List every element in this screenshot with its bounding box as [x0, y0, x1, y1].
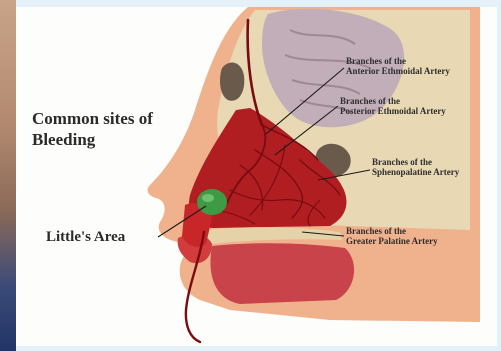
oral-cavity	[210, 243, 354, 304]
frontal-sinus	[220, 62, 244, 100]
label-posterior-ethmoidal-artery: Branches of thePosterior Ethmoidal Arter…	[340, 96, 446, 116]
common-sites-heading: Common sites ofBleeding	[32, 108, 153, 150]
littles-area	[197, 189, 227, 215]
label-sphenopalatine-artery: Branches of theSphenopalatine Artery	[372, 157, 459, 177]
label-greater-palatine-artery: Branches of theGreater Palatine Artery	[346, 226, 438, 246]
littles-area-label: Little's Area	[46, 229, 125, 246]
littles-area-highlight	[202, 194, 214, 202]
label-anterior-ethmoidal-artery: Branches of theAnterior Ethmoidal Artery	[346, 56, 450, 76]
